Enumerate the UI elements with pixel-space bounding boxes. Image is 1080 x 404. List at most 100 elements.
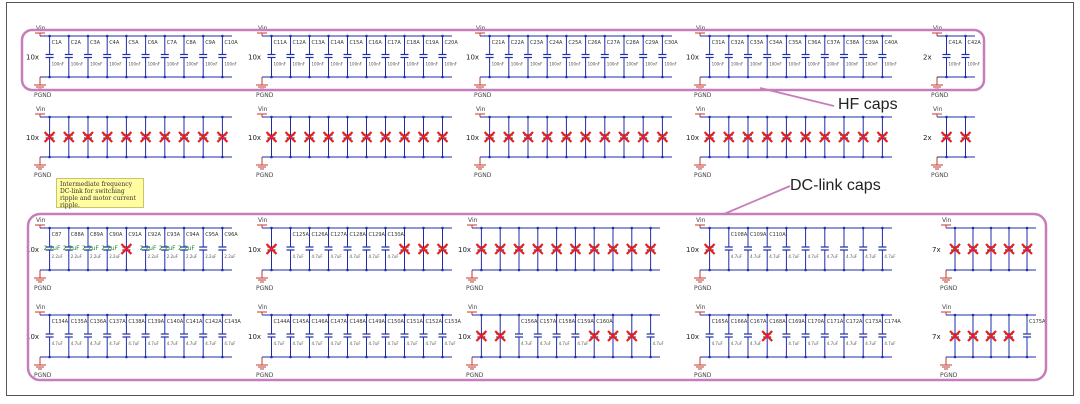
junction-dot [289,355,292,359]
junction-dot [641,115,645,119]
junction-dot [1007,226,1011,230]
junction-dot [945,115,948,119]
junction-dot [727,313,731,317]
junction-dot [422,226,425,230]
junction-dot [545,115,549,119]
pgnd-label: PGND [694,92,712,99]
junction-dot [945,34,948,38]
capacitor-value: 4.7uF [712,341,724,346]
capacitor-label: C138A [128,319,145,325]
removed-cross [63,131,75,143]
junction-dot [221,75,224,79]
capacitor-value: 4.7uF [865,254,877,259]
junction-dot [67,268,71,272]
junction-dot [746,268,750,272]
capacitor-label: C96A [224,232,238,238]
junction-dot [403,313,406,317]
junction-dot [584,155,587,159]
capacitor-value: 100nF [148,62,161,67]
junction-dot [270,75,273,79]
removed-cross [742,131,754,143]
junction-dot [953,226,957,230]
removed-cross [560,131,573,143]
junction-dot [384,115,387,119]
capacitor-label: C19A [426,40,440,46]
junction-dot [630,313,634,317]
capacitor-value: 100nF [865,62,878,67]
removed-cross [417,131,430,143]
junction-dot [603,115,607,119]
capacitor-value-highlight: 2.2uF [140,245,157,252]
junction-dot [545,155,549,159]
junction-dot [163,155,167,159]
capacitor-value-highlight: 2.2uF [159,245,176,252]
pgnd-label: PGND [694,172,712,179]
junction-dot [422,155,425,159]
junction-dot [289,75,292,79]
junction-dot [105,226,109,230]
junction-dot [1007,355,1011,359]
multiplier-label: 7x [932,246,941,254]
vin-label: Vin [476,106,486,113]
capacitor-value: 4.7uF [846,254,858,259]
junction-dot [526,75,530,79]
capacitor-label: C136A [90,319,107,325]
junction-dot [785,226,788,230]
junction-dot [182,313,186,317]
junction-dot [727,355,731,359]
capacitor-label: C165A [712,319,729,325]
junction-dot [765,155,769,159]
removed-cross [940,131,953,143]
vin-label: Vin [933,106,943,113]
capacitor-label: C3A [90,40,101,46]
capacitor-value: 100nF [750,62,763,67]
multiplier-label: 10x [248,333,261,341]
junction-dot [861,75,865,79]
pgnd-label: PGND [256,285,274,292]
junction-dot [574,355,577,359]
junction-dot [611,355,615,359]
junction-dot [823,355,827,359]
junction-dot [201,313,205,317]
junction-dot [953,355,957,359]
junction-dot [201,34,205,38]
junction-dot [308,313,311,317]
capacitor-value: 4.7uF [827,341,839,346]
removed-cross [341,131,354,143]
junction-dot [480,268,483,272]
junction-dot [365,313,368,317]
removed-cross [398,243,411,255]
junction-dot [708,313,711,317]
junction-dot [555,226,558,230]
junction-dot [67,115,71,119]
junction-dot [221,115,224,119]
capacitor-label: C169A [788,319,805,325]
removed-cross [532,243,544,255]
capacitor-value: 100nF [607,62,620,67]
junction-dot [327,75,330,79]
junction-dot [48,268,51,272]
junction-dot [346,115,349,119]
capacitor-label: C157A [540,319,557,325]
capacitor-value: 4.7uF [52,341,64,346]
dc-link-caps-highlight [26,212,1048,382]
multiplier-label: 10x [26,54,39,62]
junction-dot [649,226,652,230]
junction-dot [746,226,750,230]
junction-dot [441,355,444,359]
junction-dot [641,34,645,38]
junction-dot [971,226,975,230]
junction-dot [182,75,186,79]
junction-dot [708,115,711,119]
junction-dot [498,313,502,317]
junction-dot [592,268,596,272]
junction-dot [384,34,387,38]
junction-dot [574,226,577,230]
junction-dot [708,355,711,359]
junction-dot [346,75,349,79]
capacitor-label: C152A [426,319,443,325]
junction-dot [441,34,444,38]
capacitor-label: C166A [731,319,748,325]
capacitor-label: C27A [607,40,621,46]
junction-dot [327,268,330,272]
